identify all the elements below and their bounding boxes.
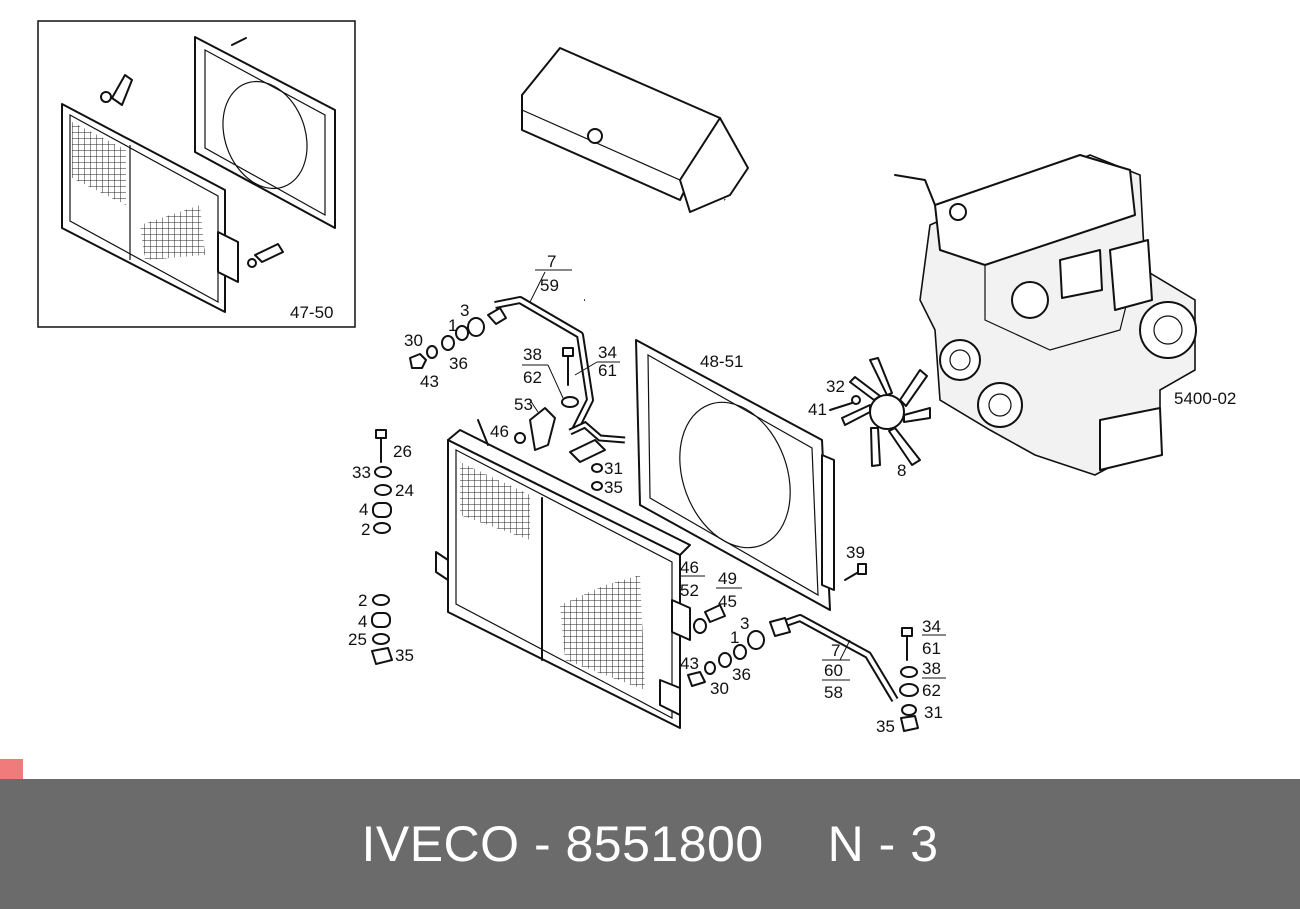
right-mount-stack: [899, 627, 946, 732]
label-35-lower: 35: [876, 717, 895, 736]
label-30-lower: 30: [710, 679, 729, 698]
label-41: 41: [808, 400, 827, 419]
label-46-upper: 46: [490, 422, 509, 441]
left-mount-stack-lower: [371, 594, 393, 665]
label-52: 52: [680, 581, 699, 600]
expansion-tank: [521, 47, 752, 303]
label-60: 60: [824, 661, 843, 680]
label-58: 58: [824, 683, 843, 702]
label-59: 59: [540, 276, 559, 295]
label-36-upper: 36: [449, 354, 468, 373]
label-61-upper: 61: [598, 361, 617, 380]
inset-panel: 47-50: [37, 20, 356, 328]
label-31-lower: 31: [924, 703, 943, 722]
label-36-lower: 36: [732, 665, 751, 684]
inset-radiator: [61, 103, 239, 313]
fan-shroud: 48-51: [635, 339, 835, 611]
upper-hose: [494, 269, 594, 432]
left-mount-stack-upper: [372, 429, 392, 534]
engine-block: 5400-02: [894, 154, 1236, 476]
upper-fitting-cluster: [409, 307, 507, 369]
label-62-lower: 62: [922, 681, 941, 700]
lower-fitting-cluster: [680, 575, 791, 687]
main-radiator: [435, 419, 691, 729]
label-35-upper: 35: [604, 478, 623, 497]
label-45: 45: [718, 592, 737, 611]
label-7-lower: 7: [831, 641, 840, 660]
part-number-caption: IVECO - 8551800: [361, 816, 764, 872]
label-7-upper: 7: [547, 252, 556, 271]
shroud-ref-label: 48-51: [700, 352, 743, 371]
label-38-upper: 38: [523, 345, 542, 364]
bracket-53: [514, 399, 556, 451]
label-30-upper: 30: [404, 331, 423, 350]
label-46-lower: 46: [680, 558, 699, 577]
label-61-lower: 61: [922, 639, 941, 658]
inset-small-parts: [100, 37, 284, 268]
label-38-lower: 38: [922, 659, 941, 678]
cooling-fan: [829, 357, 931, 467]
label-43-lower: 43: [680, 654, 699, 673]
label-3-upper: 3: [460, 301, 469, 320]
label-24: 24: [395, 481, 414, 500]
label-3-lower: 3: [740, 614, 749, 633]
inset-ref-label: 47-50: [290, 303, 333, 322]
label-1-upper: 1: [448, 316, 457, 335]
engine-ref-label: 5400-02: [1174, 389, 1236, 408]
label-62-upper: 62: [523, 368, 542, 387]
parts-diagram: 47-50: [37, 20, 1236, 736]
lower-hose: [778, 614, 899, 703]
label-1-lower: 1: [730, 628, 739, 647]
position-caption: N - 3: [827, 816, 939, 872]
footer-bar: IVECO - 8551800 N - 3: [0, 779, 1300, 909]
label-34-upper: 34: [598, 343, 617, 362]
corner-marker: [0, 759, 23, 779]
label-31-upper: 31: [604, 459, 623, 478]
label-25: 25: [348, 630, 367, 649]
label-32: 32: [826, 377, 845, 396]
label-49: 49: [718, 569, 737, 588]
label-33: 33: [352, 463, 371, 482]
bolt-39: [844, 563, 867, 581]
label-39: 39: [846, 543, 865, 562]
label-4-upper: 4: [359, 500, 368, 519]
label-2-upper: 2: [361, 520, 370, 539]
part-number-labels: 7 59 3 30 1 36 43 38 62 34 61 53 46 31 3…: [348, 252, 943, 736]
label-35-left: 35: [395, 646, 414, 665]
label-8: 8: [897, 461, 906, 480]
label-53: 53: [514, 395, 533, 414]
inset-shroud: [194, 36, 336, 229]
small-hose: [568, 420, 626, 491]
label-2-lower: 2: [358, 591, 367, 610]
bolt-38-62: [522, 347, 620, 408]
label-43-upper: 43: [420, 372, 439, 391]
label-34-lower: 34: [922, 617, 941, 636]
label-4-lower: 4: [358, 612, 367, 631]
label-26: 26: [393, 442, 412, 461]
